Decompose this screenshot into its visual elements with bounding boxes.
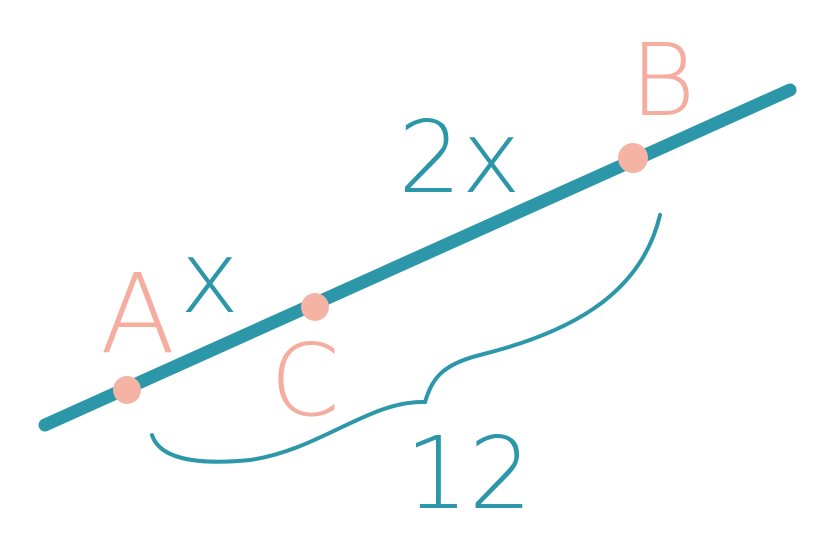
- label-b: B: [630, 22, 695, 139]
- brace-ab: [150, 213, 662, 464]
- label-a: A: [100, 250, 175, 378]
- length-ab-total: 12: [405, 415, 532, 532]
- label-c: C: [270, 322, 340, 439]
- point-a: [113, 376, 141, 404]
- line-segment-ab: [38, 83, 797, 432]
- point-c: [301, 293, 329, 321]
- length-ac: x: [180, 219, 239, 336]
- length-cb: 2x: [398, 99, 521, 216]
- point-b: [618, 143, 648, 173]
